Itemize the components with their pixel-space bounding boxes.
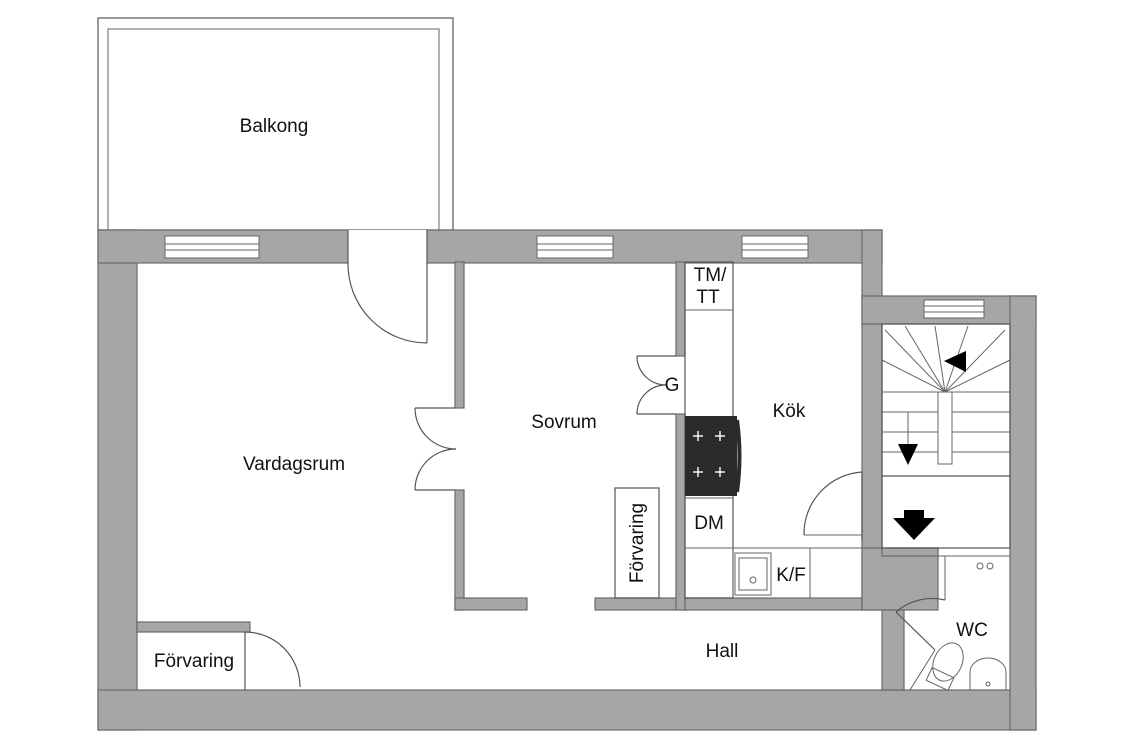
washbasin-icon <box>969 657 1007 691</box>
label-forvaring-left: Förvaring <box>154 651 234 672</box>
stove-icon <box>685 416 742 496</box>
window-stair <box>923 299 985 319</box>
label-g: G <box>665 375 680 396</box>
double-door-sovrum <box>414 407 457 491</box>
window-kok <box>741 235 809 259</box>
interior-walls <box>136 261 939 691</box>
closet-left-door <box>137 631 301 691</box>
label-tm-tt-2: TT <box>696 287 720 308</box>
label-tm-tt-1: TM/ <box>694 265 727 286</box>
label-sovrum: Sovrum <box>531 412 596 433</box>
window-vardagsrum <box>164 235 260 259</box>
label-wc: WC <box>956 620 988 641</box>
closet-mid <box>614 487 660 599</box>
label-dm: DM <box>694 513 724 534</box>
label-vardagsrum: Vardagsrum <box>243 454 345 475</box>
window-sovrum <box>536 235 614 259</box>
toilet-icon <box>925 642 964 692</box>
label-kok: Kök <box>773 401 806 422</box>
label-forvaring-mid: Förvaring <box>627 503 648 583</box>
shower-tap-icon <box>976 562 994 570</box>
label-kf: K/F <box>776 565 806 586</box>
wardrobe-doors <box>636 355 676 415</box>
sink-icon <box>734 552 772 596</box>
label-hall: Hall <box>706 641 739 662</box>
wc-room <box>895 555 1010 691</box>
kitchen-door <box>803 471 863 540</box>
staircase <box>881 323 1011 549</box>
balcony-door <box>347 230 428 344</box>
label-balkong: Balkong <box>240 116 309 137</box>
